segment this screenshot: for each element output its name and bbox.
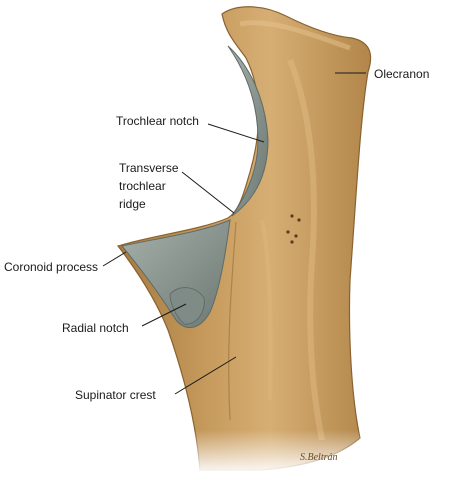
bone-shading-highlight: [287, 58, 325, 441]
artist-signature: S.Beltrán: [300, 452, 338, 463]
bone-shading-ridge: [228, 221, 237, 421]
bone-shading-highlight-2: [260, 219, 273, 401]
leader-trochlear-notch: [207, 123, 265, 143]
label-olecranon: Olecranon: [374, 67, 429, 81]
label-transverse-ridge-2: trochlear: [119, 179, 166, 193]
label-coronoid-process: Coronoid process: [4, 260, 98, 274]
olecranon-shading: [239, 20, 351, 51]
leader-radial-notch: [141, 303, 187, 327]
bottom-fade: [150, 430, 390, 475]
ulna-bone: [116, 6, 372, 471]
leader-supinator-crest: [174, 356, 237, 395]
leader-coronoid-process: [102, 251, 127, 267]
leader-transverse-ridge: [181, 171, 235, 214]
label-supinator-crest: Supinator crest: [75, 388, 156, 402]
foramen-dot: [294, 234, 298, 238]
foramen-dot: [290, 240, 294, 244]
label-transverse-ridge-1: Transverse: [119, 161, 179, 175]
foramen-dot: [290, 214, 294, 218]
label-transverse-ridge-3: ridge: [119, 197, 146, 211]
trochlear-notch-cartilage: [227, 45, 269, 217]
foramen-dot: [286, 230, 290, 234]
label-trochlear-notch: Trochlear notch: [116, 114, 199, 128]
label-radial-notch: Radial notch: [62, 321, 129, 335]
foramen-dot: [297, 218, 301, 222]
